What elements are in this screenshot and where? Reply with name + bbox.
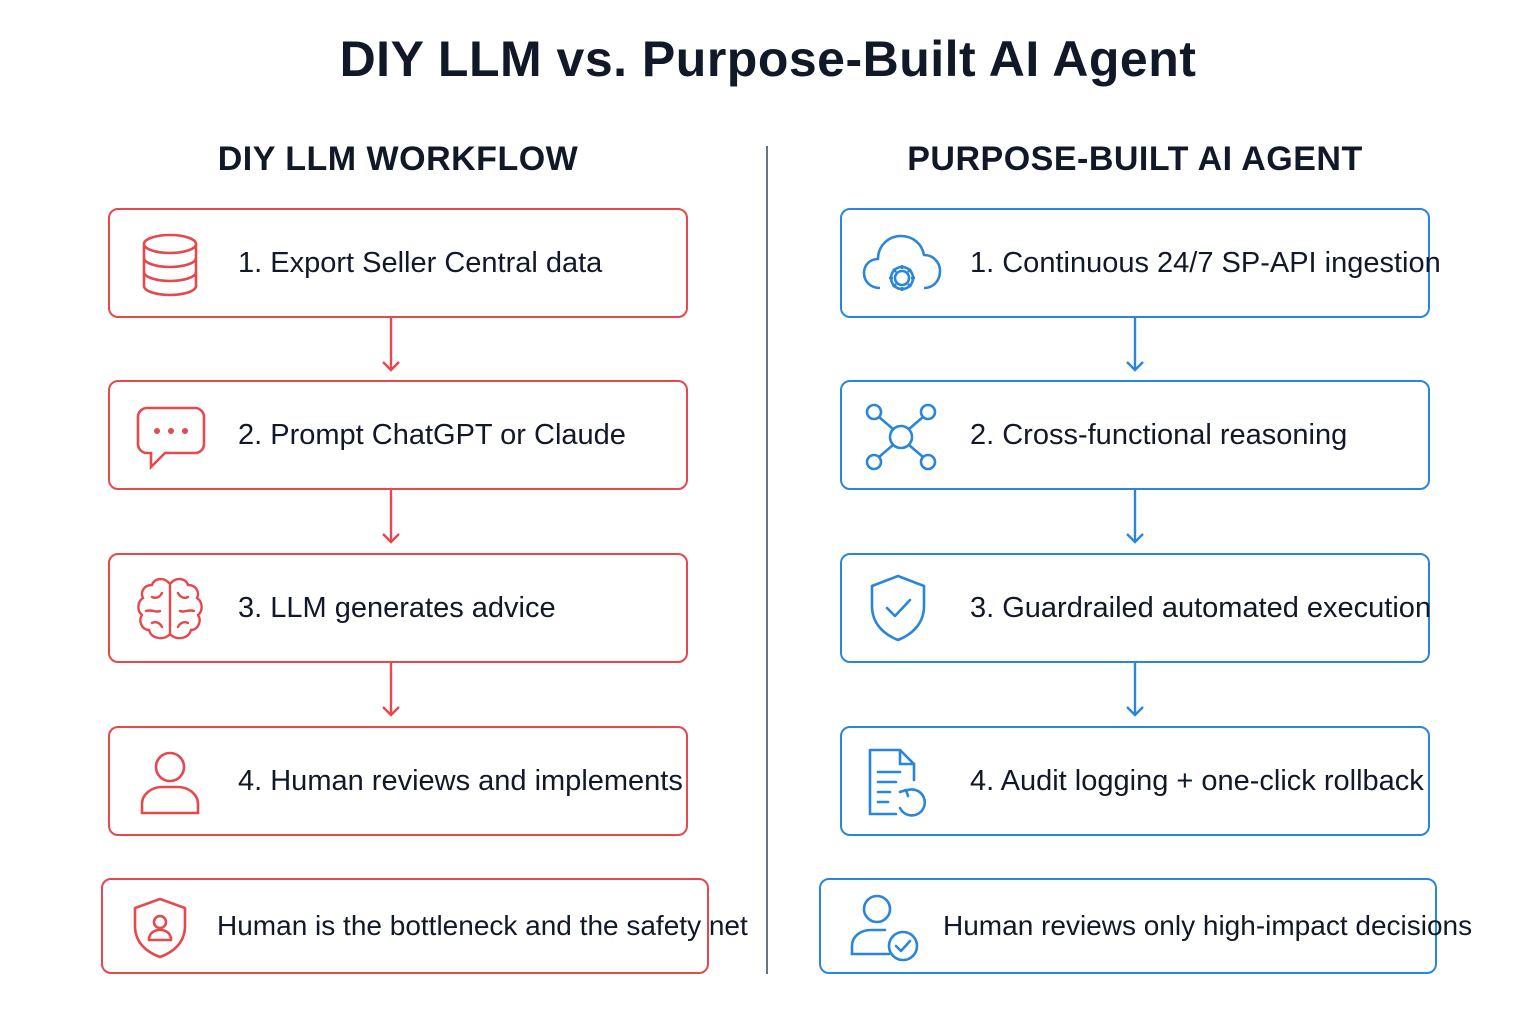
page-title: DIY LLM vs. Purpose-Built AI Agent — [339, 31, 1197, 87]
arrow-down-icon — [382, 490, 400, 544]
right-footer-box: Human reviews only high-impact decisions — [819, 878, 1472, 974]
shield-user-icon — [133, 897, 187, 959]
left-step-4: 4. Human reviews and implements — [108, 726, 688, 836]
left-footer-label: Human is the bottleneck and the safety n… — [217, 910, 748, 941]
left-column-heading: DIY LLM WORKFLOW — [217, 140, 579, 178]
right-step-3: 3. Guardrailed automated execution — [840, 553, 1432, 663]
right-step-4: 4. Audit logging + one-click rollback — [840, 726, 1430, 836]
right-step-2: 2. Cross-functional reasoning — [840, 380, 1430, 490]
arrow-down-icon — [1126, 663, 1144, 717]
right-column-heading: PURPOSE-BUILT AI AGENT — [907, 140, 1363, 178]
document-rollback-icon — [868, 748, 927, 817]
left-step-3-label: 3. LLM generates advice — [238, 591, 556, 624]
cloud-gear-icon — [862, 234, 942, 291]
right-step-3-label: 3. Guardrailed automated execution — [970, 591, 1432, 624]
left-step-3: 3. LLM generates advice — [108, 553, 688, 663]
user-icon — [140, 751, 200, 815]
right-step-1: 1. Continuous 24/7 SP-API ingestion — [840, 208, 1441, 318]
chat-bubble-icon — [136, 406, 206, 471]
arrow-down-icon — [382, 663, 400, 717]
left-step-1: 1. Export Seller Central data — [108, 208, 688, 318]
right-footer-label: Human reviews only high-impact decisions — [943, 910, 1473, 941]
arrow-down-icon — [382, 318, 400, 372]
brain-icon — [137, 577, 203, 640]
network-icon — [865, 403, 937, 471]
database-icon — [142, 233, 198, 297]
column-divider — [766, 146, 768, 974]
right-step-4-label: 4. Audit logging + one-click rollback — [970, 764, 1424, 797]
arrow-down-icon — [1126, 490, 1144, 544]
left-step-2: 2. Prompt ChatGPT or Claude — [108, 380, 688, 490]
left-footer-box: Human is the bottleneck and the safety n… — [101, 878, 748, 974]
user-check-icon — [850, 894, 919, 962]
left-step-1-label: 1. Export Seller Central data — [238, 246, 603, 279]
arrow-down-icon — [1126, 318, 1144, 372]
right-step-1-label: 1. Continuous 24/7 SP-API ingestion — [970, 246, 1441, 279]
left-step-4-label: 4. Human reviews and implements — [238, 764, 683, 797]
left-step-2-label: 2. Prompt ChatGPT or Claude — [238, 418, 626, 451]
shield-check-icon — [870, 574, 926, 642]
right-step-2-label: 2. Cross-functional reasoning — [970, 418, 1348, 451]
